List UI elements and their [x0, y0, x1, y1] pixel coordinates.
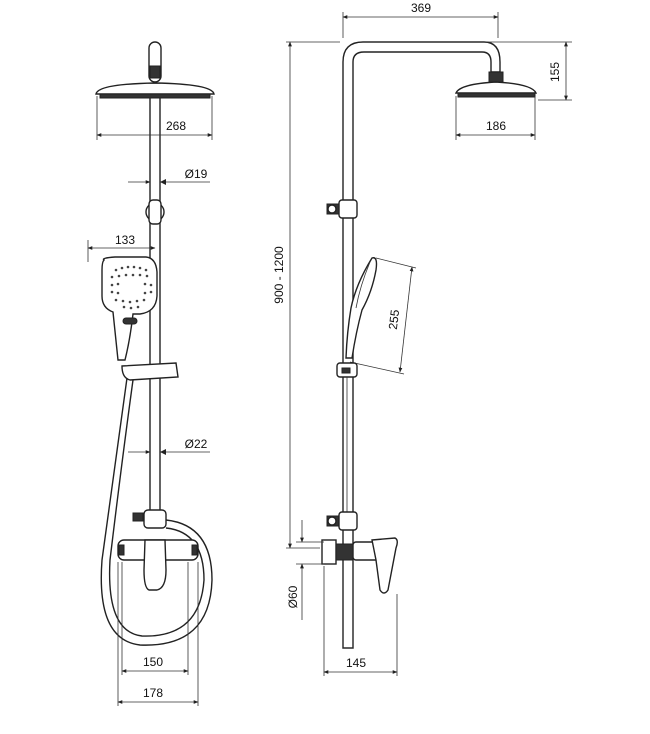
front-handshower-holder	[121, 362, 179, 381]
side-wall-connection	[321, 539, 337, 565]
handshower-nozzles	[110, 265, 153, 310]
side-shower-head	[454, 81, 538, 94]
front-hose	[100, 377, 213, 646]
dim-height-range: 900 - 1200	[272, 246, 286, 304]
front-shower-head	[95, 82, 215, 95]
front-diverter	[143, 509, 167, 529]
side-slider-upper	[338, 199, 358, 219]
dim-mixer-width: 178	[143, 686, 163, 700]
dim-handshower-width: 133	[115, 233, 135, 247]
side-handshower	[345, 257, 378, 359]
dim-handshower-length: 255	[386, 308, 402, 330]
dim-side-head-width: 186	[486, 119, 506, 133]
dim-connection-diameter: Ø60	[286, 585, 300, 608]
dim-inlet-spacing: 150	[143, 655, 163, 669]
dim-wall-offset: 145	[346, 656, 366, 670]
dim-projection: 369	[411, 1, 431, 15]
dim-pipe-diameter-top: Ø19	[185, 167, 208, 181]
side-view: 369 155 186 900 - 1200 255	[272, 1, 572, 676]
front-mixer-lever	[143, 539, 167, 591]
dim-pipe-diameter-bottom: Ø22	[185, 437, 208, 451]
dim-head-width: 268	[166, 119, 186, 133]
front-handshower	[101, 256, 158, 361]
front-view: 268 Ø19 133 Ø22	[87, 41, 215, 706]
side-mixer-lever	[371, 537, 398, 594]
side-diverter	[338, 511, 358, 531]
dim-head-height: 155	[548, 62, 562, 82]
